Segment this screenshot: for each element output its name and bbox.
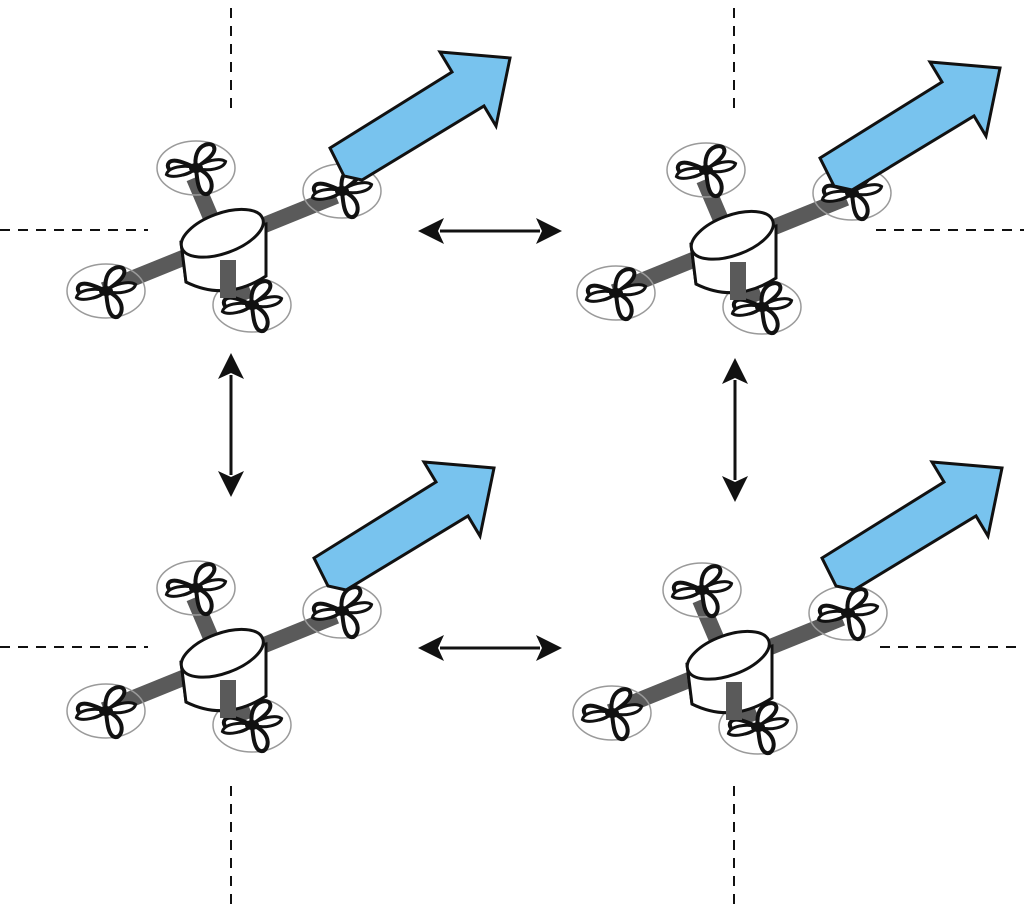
double-arrow-icon-left [216,351,246,499]
heading-arrow-icon-bottom-left [312,460,496,592]
double-arrow-icon-bottom [416,633,564,663]
double-arrow-icon-right [720,356,750,504]
quadcopter-icon-top-left [67,141,381,333]
dashed-lines [0,8,1024,907]
heading-arrow-icon-top-left [328,50,512,182]
heading-arrow-icon-top-right [818,60,1002,192]
quadcopter-icon-bottom-left [67,561,381,753]
heading-arrow-icon-bottom-right [820,460,1004,592]
double-arrow-icon-top [416,216,564,246]
quadcopter-icon-bottom-right [573,563,887,755]
